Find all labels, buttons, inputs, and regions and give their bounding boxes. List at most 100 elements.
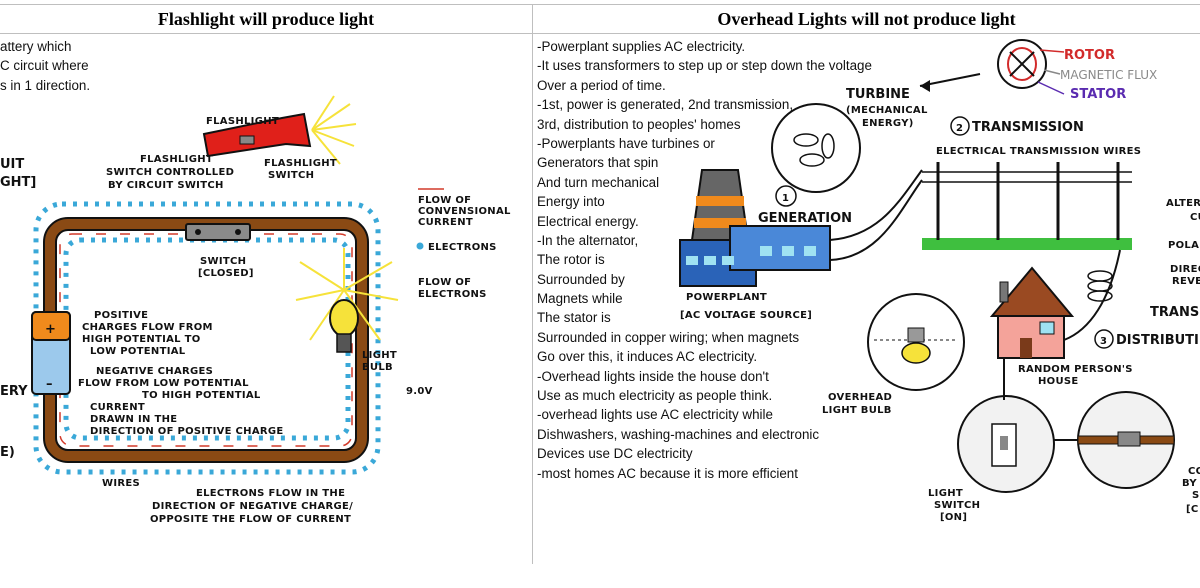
cut-label-right-3: S xyxy=(1192,490,1200,501)
alternating-label-cut-2: CU xyxy=(1190,212,1200,223)
electrons-flow-note-1: ELECTRONS FLOW IN THE xyxy=(196,488,345,499)
electrons-flow-note-2: DIRECTION OF NEGATIVE CHARGE/ xyxy=(152,501,353,512)
flashlight-switch-label-1: FLASHLIGHT xyxy=(264,158,337,169)
switch-note-3: BY CIRCUIT SWITCH xyxy=(108,180,224,191)
negative-note-2: FLOW FROM LOW POTENTIAL xyxy=(78,378,249,389)
column-divider xyxy=(532,4,533,564)
right-text-block: -Powerplant supplies AC electricity. -It… xyxy=(537,37,872,483)
right-text-line: Generators that spin xyxy=(537,155,659,171)
right-text-line: Surrounded in copper wiring; when magnet… xyxy=(537,329,800,345)
right-text-line: And turn mechanical xyxy=(537,174,660,190)
distribution-label-cut: DISTRIBUTI xyxy=(1116,333,1199,348)
flashlight-switch-label-2: SWITCH xyxy=(268,170,314,181)
voltage-label: 9.0V xyxy=(406,386,433,397)
light-bulb-label-1: LIGHT xyxy=(362,350,397,361)
circuit-label-cut-1: UIT xyxy=(0,157,24,172)
cut-label-right-2: BY xyxy=(1182,478,1197,489)
house-label-1: RANDOM PERSON'S xyxy=(1018,364,1133,375)
light-switch-label-1: LIGHT xyxy=(928,488,963,499)
circuit-switch xyxy=(185,223,251,241)
transmission-number: 2 xyxy=(956,123,963,134)
right-text-line: Electrical energy. xyxy=(537,213,639,229)
rotor-label: ROTOR xyxy=(1064,48,1115,63)
positive-note-4: LOW POTENTIAL xyxy=(90,346,186,357)
current-note-1: CURRENT xyxy=(90,402,145,413)
right-column-header: Overhead Lights will not produce light xyxy=(533,4,1200,34)
switch-closed-label-2: [CLOSED] xyxy=(198,268,254,279)
wire-switch-icon xyxy=(1054,391,1175,489)
flashlight-label: FLASHLIGHT xyxy=(206,116,279,127)
stator-label: STATOR xyxy=(1070,87,1126,102)
light-bulb-label-2: BULB xyxy=(362,362,393,373)
positive-note-2: CHARGES FLOW FROM xyxy=(82,322,213,333)
flashlight-icon xyxy=(202,95,357,165)
transformer-icon xyxy=(1087,270,1113,302)
right-text-line: -1st, power is generated, 2nd transmissi… xyxy=(537,97,794,113)
direction-label-cut-1: DIREC xyxy=(1170,264,1200,275)
right-text-line: -overhead lights use AC electricity whil… xyxy=(537,407,773,423)
battery-plus-sign: + xyxy=(45,322,56,337)
battery-minus-sign: – xyxy=(46,377,53,392)
right-text-line: -Powerplant supplies AC electricity. xyxy=(537,39,746,54)
flashlight-circuit-diagram: + – FLASHLIGHT FLASHLIGHT SWIT xyxy=(0,95,511,525)
left-text-line: attery which xyxy=(0,39,72,54)
positive-note-3: HIGH POTENTIAL TO xyxy=(82,334,201,345)
battery-label-cut: ERY xyxy=(0,384,28,399)
wires-label: WIRES xyxy=(102,478,140,489)
legend-electrons-label: ELECTRONS xyxy=(428,242,497,253)
right-text-line: The stator is xyxy=(537,310,611,326)
right-text-line: Devices use DC electricity xyxy=(537,446,693,462)
right-text-line: -Overhead lights inside the house don't xyxy=(537,368,769,384)
negative-note-3: TO HIGH POTENTIAL xyxy=(142,390,261,401)
negative-note-1: NEGATIVE CHARGES xyxy=(96,366,213,377)
switch-closed-label-1: SWITCH xyxy=(200,256,246,267)
cut-label-right-1: CO xyxy=(1188,466,1200,477)
right-text-line: Over a period of time. xyxy=(537,77,666,93)
polarity-label-cut: POLAR xyxy=(1168,240,1200,251)
battery-label-cut-2: E) xyxy=(0,445,15,460)
right-text-line: Dishwashers, washing-machines and electr… xyxy=(537,426,820,442)
left-text-line: C circuit where xyxy=(0,58,89,74)
right-text-line: -It uses transformers to step up or step… xyxy=(537,58,872,74)
alternator-icon xyxy=(997,39,1065,95)
left-text-block: attery which C circuit where s in 1 dire… xyxy=(0,37,90,95)
right-text-line: The rotor is xyxy=(537,252,605,268)
right-text-line: Use as much electricity as people think. xyxy=(537,388,773,404)
current-note-2: DRAWN IN THE xyxy=(90,414,177,425)
switch-note-1: FLASHLIGHT xyxy=(140,154,213,165)
switch-note-2: SWITCH CONTROLLED xyxy=(106,167,234,178)
house-label-2: HOUSE xyxy=(1038,376,1079,387)
right-text-line: Energy into xyxy=(537,194,605,210)
transmission-wires-label: ELECTRICAL TRANSMISSION WIRES xyxy=(936,146,1141,157)
light-bulb-icon xyxy=(295,248,399,353)
direction-label-cut-2: REVE xyxy=(1172,276,1200,287)
right-text-line: Surrounded by xyxy=(537,271,625,287)
magnetic-flux-label: MAGNETIC FLUX xyxy=(1060,68,1157,82)
right-text-line: Magnets while xyxy=(537,291,623,307)
right-text-line: -most homes AC because it is more effici… xyxy=(537,465,798,481)
legend-flow-1: FLOW OF xyxy=(418,277,471,288)
circuit-label-cut-2: GHT] xyxy=(0,175,36,190)
legend-flow-2: ELECTRONS xyxy=(418,289,487,300)
distribution-number: 3 xyxy=(1100,336,1107,347)
cut-label-right-4: [C xyxy=(1186,504,1199,515)
electrons-flow-note-3: OPPOSITE THE FLOW OF CURRENT xyxy=(150,514,351,525)
light-switch-icon xyxy=(957,395,1055,493)
legend-current-2: CONVENSIONAL xyxy=(418,206,511,217)
battery-positive-end xyxy=(31,311,71,341)
house-icon xyxy=(989,266,1075,359)
current-flow-path xyxy=(59,233,353,447)
right-text-line: 3rd, distribution to peoples' homes xyxy=(537,116,741,132)
right-text-line: Go over this, it induces AC electricity. xyxy=(537,349,758,365)
transmission-label: TRANSMISSION xyxy=(972,120,1084,135)
left-text-line: s in 1 direction. xyxy=(0,77,91,93)
light-switch-label-2: SWITCH xyxy=(934,500,980,511)
alternating-label-cut-1: ALTER xyxy=(1166,198,1200,209)
grass-strip xyxy=(922,238,1132,250)
legend-current-3: CURRENT xyxy=(418,217,473,228)
positive-note-1: POSITIVE xyxy=(94,310,148,321)
current-note-3: DIRECTION OF POSITIVE CHARGE xyxy=(90,426,284,437)
legend-current-1: FLOW OF xyxy=(418,195,471,206)
right-text-line: -Powerplants have turbines or xyxy=(537,135,715,151)
